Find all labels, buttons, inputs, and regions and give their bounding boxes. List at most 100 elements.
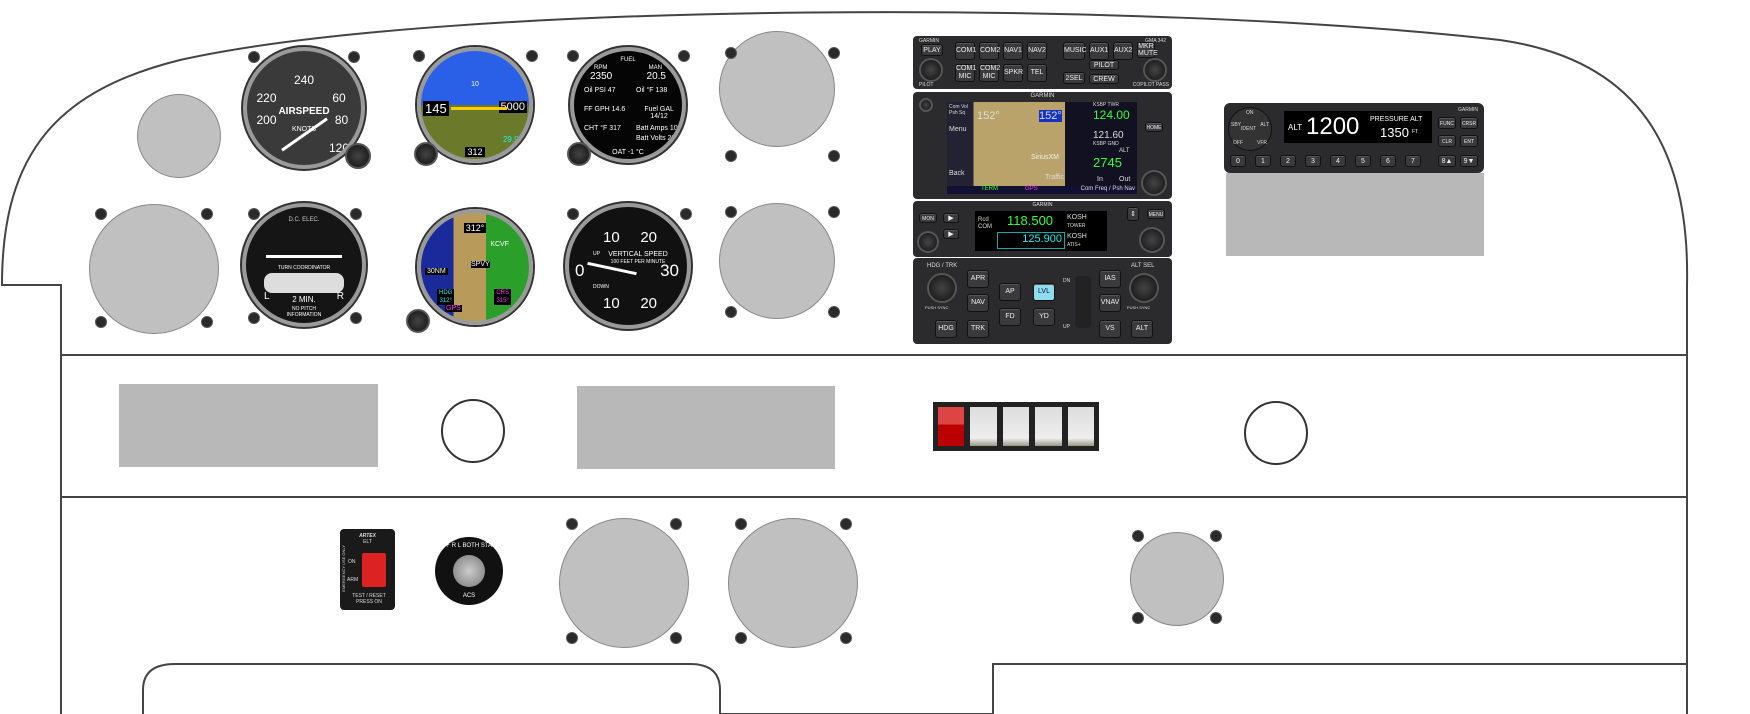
key-9[interactable]: 9▼: [1460, 155, 1478, 167]
rocker-switch[interactable]: [1067, 407, 1095, 446]
key-3[interactable]: 3: [1305, 155, 1321, 167]
zoom-out-button[interactable]: Out: [1119, 176, 1131, 183]
com-active-freq[interactable]: 124.00: [1093, 108, 1130, 122]
nav2-button[interactable]: NAV2: [1027, 42, 1047, 60]
music-button[interactable]: MUSIC: [1063, 42, 1087, 60]
nav-button[interactable]: NAV: [967, 294, 989, 312]
squawk-code[interactable]: 1200: [1306, 113, 1360, 140]
tel-button[interactable]: TEL: [1027, 64, 1047, 82]
ident-button[interactable]: IDENT: [1241, 126, 1256, 132]
round-cutout[interactable]: [1244, 401, 1308, 465]
standby-frequency[interactable]: 125.900: [997, 232, 1065, 249]
blank-panel-slot[interactable]: [577, 386, 835, 469]
engine-monitor[interactable]: FUEL RPM 2350 MAN 20.5 Oil PSI 47 Oil °F…: [570, 47, 686, 163]
marker-mute-button[interactable]: MKR MUTE: [1137, 42, 1158, 58]
alt-button[interactable]: ALT: [1131, 320, 1153, 338]
yd-button[interactable]: YD: [1033, 308, 1055, 326]
blank-panel-slot[interactable]: [119, 384, 378, 467]
sby-button[interactable]: SBY: [1231, 122, 1242, 128]
zoom-in-button[interactable]: In: [1097, 176, 1103, 183]
fd-button[interactable]: FD: [999, 308, 1021, 326]
lvl-button[interactable]: LVL: [1033, 283, 1055, 301]
copilot-volume-knob[interactable]: [1143, 58, 1167, 82]
altitude-knob[interactable]: [1129, 273, 1159, 303]
blank-instrument-slot[interactable]: [719, 203, 835, 319]
aux1-button[interactable]: AUX1: [1089, 42, 1109, 60]
alt-button[interactable]: ALT: [1260, 122, 1269, 128]
blank-instrument-slot[interactable]: [719, 31, 835, 147]
blank-avionics-slot[interactable]: [1226, 173, 1484, 256]
key-6[interactable]: 6: [1380, 155, 1396, 167]
on-button[interactable]: ON: [1246, 110, 1254, 116]
home-button[interactable]: HOME: [1145, 122, 1163, 132]
turn-coordinator[interactable]: D.C. ELEC. TURN COORDINATOR L R 2 MIN. N…: [242, 203, 366, 327]
play-button[interactable]: ▶: [943, 229, 959, 239]
off-button[interactable]: OFF: [1233, 140, 1243, 146]
blank-instrument-slot[interactable]: [559, 518, 689, 648]
play-button[interactable]: ▶: [943, 213, 959, 223]
clr-button[interactable]: CLR: [1438, 135, 1456, 147]
crew-isolation-button[interactable]: CREW: [1089, 74, 1119, 84]
term-tab[interactable]: TERM: [981, 186, 998, 192]
key-2[interactable]: 2: [1280, 155, 1296, 167]
rocker-switch[interactable]: [1035, 407, 1062, 446]
aux2-button[interactable]: AUX2: [1113, 42, 1133, 60]
key-4[interactable]: 4: [1330, 155, 1346, 167]
pitch-wheel[interactable]: [1075, 276, 1091, 328]
round-cutout[interactable]: [441, 399, 505, 463]
volume-knob[interactable]: [917, 231, 939, 253]
func-button[interactable]: FUNC: [1438, 117, 1456, 129]
xpdr-code[interactable]: 2745: [1093, 155, 1122, 170]
traffic-button[interactable]: Traffic: [1045, 174, 1065, 181]
com-standby-freq[interactable]: 121.60: [1093, 130, 1124, 141]
ent-button[interactable]: ENT: [1460, 135, 1478, 147]
engine-monitor-knob[interactable]: [567, 142, 591, 166]
elt-rocker[interactable]: [362, 553, 386, 587]
gps-tab[interactable]: GPS: [1025, 186, 1038, 192]
vnav-button[interactable]: VNAV: [1099, 294, 1121, 312]
rocker-switch[interactable]: [970, 407, 997, 446]
key-5[interactable]: 5: [1355, 155, 1371, 167]
ap-button[interactable]: AP: [999, 283, 1021, 301]
gtn-dual-knob[interactable]: [1141, 170, 1167, 196]
back-button[interactable]: Back: [949, 170, 965, 177]
master-switch[interactable]: [938, 407, 965, 446]
g5-knob[interactable]: [414, 142, 438, 166]
adjust-knob[interactable]: [345, 143, 371, 169]
com2-mic-button[interactable]: COM2 MIC: [979, 64, 1001, 82]
gtn-screen[interactable]: Com Vol Psh Sq Menu Back 152° 152° Siriu…: [947, 102, 1137, 186]
pilot-isolation-button[interactable]: PILOT: [1089, 60, 1119, 70]
key-1[interactable]: 1: [1255, 155, 1271, 167]
2sel-button[interactable]: 2SEL: [1063, 72, 1085, 84]
hsi-knob[interactable]: [406, 309, 430, 333]
blank-instrument-slot[interactable]: [728, 518, 858, 648]
play-button[interactable]: PLAY: [921, 44, 943, 56]
swap-frequency-button[interactable]: ⇕: [1127, 207, 1139, 221]
blank-instrument-slot[interactable]: [89, 204, 219, 334]
ignition-switch[interactable]: OFF R L BOTH START ACS: [435, 537, 503, 605]
crsr-button[interactable]: CRSR: [1460, 117, 1478, 129]
hdg-button[interactable]: HDG: [935, 320, 957, 338]
com1-button[interactable]: COM1: [955, 42, 976, 60]
vertical-speed-indicator[interactable]: 10 20 0 30 10 20 VERTICAL SPEED 100 FEET…: [565, 203, 691, 329]
trk-button[interactable]: TRK: [967, 320, 989, 338]
attitude-indicator-g5[interactable]: 10 145 5000 29.92 312: [417, 47, 533, 163]
pilot-volume-knob[interactable]: [919, 58, 943, 82]
blank-instrument-slot[interactable]: [1130, 532, 1224, 626]
frequency-knob[interactable]: [1139, 227, 1165, 253]
rocker-switch[interactable]: [1002, 407, 1030, 446]
key-0[interactable]: 0: [1230, 155, 1246, 167]
vs-button[interactable]: VS: [1099, 320, 1121, 338]
nav1-button[interactable]: NAV1: [1003, 42, 1023, 60]
blank-instrument-slot[interactable]: [137, 94, 221, 178]
menu-button[interactable]: MENU: [1147, 209, 1165, 219]
vfr-button[interactable]: VFR: [1257, 140, 1267, 146]
key-8[interactable]: 8▲: [1438, 155, 1456, 167]
power-knob[interactable]: [919, 98, 933, 112]
active-frequency[interactable]: 118.500: [1007, 213, 1054, 228]
speaker-button[interactable]: SPKR: [1003, 64, 1023, 82]
com2-button[interactable]: COM2: [979, 42, 1000, 60]
apr-button[interactable]: APR: [967, 270, 989, 288]
key-7[interactable]: 7: [1405, 155, 1421, 167]
